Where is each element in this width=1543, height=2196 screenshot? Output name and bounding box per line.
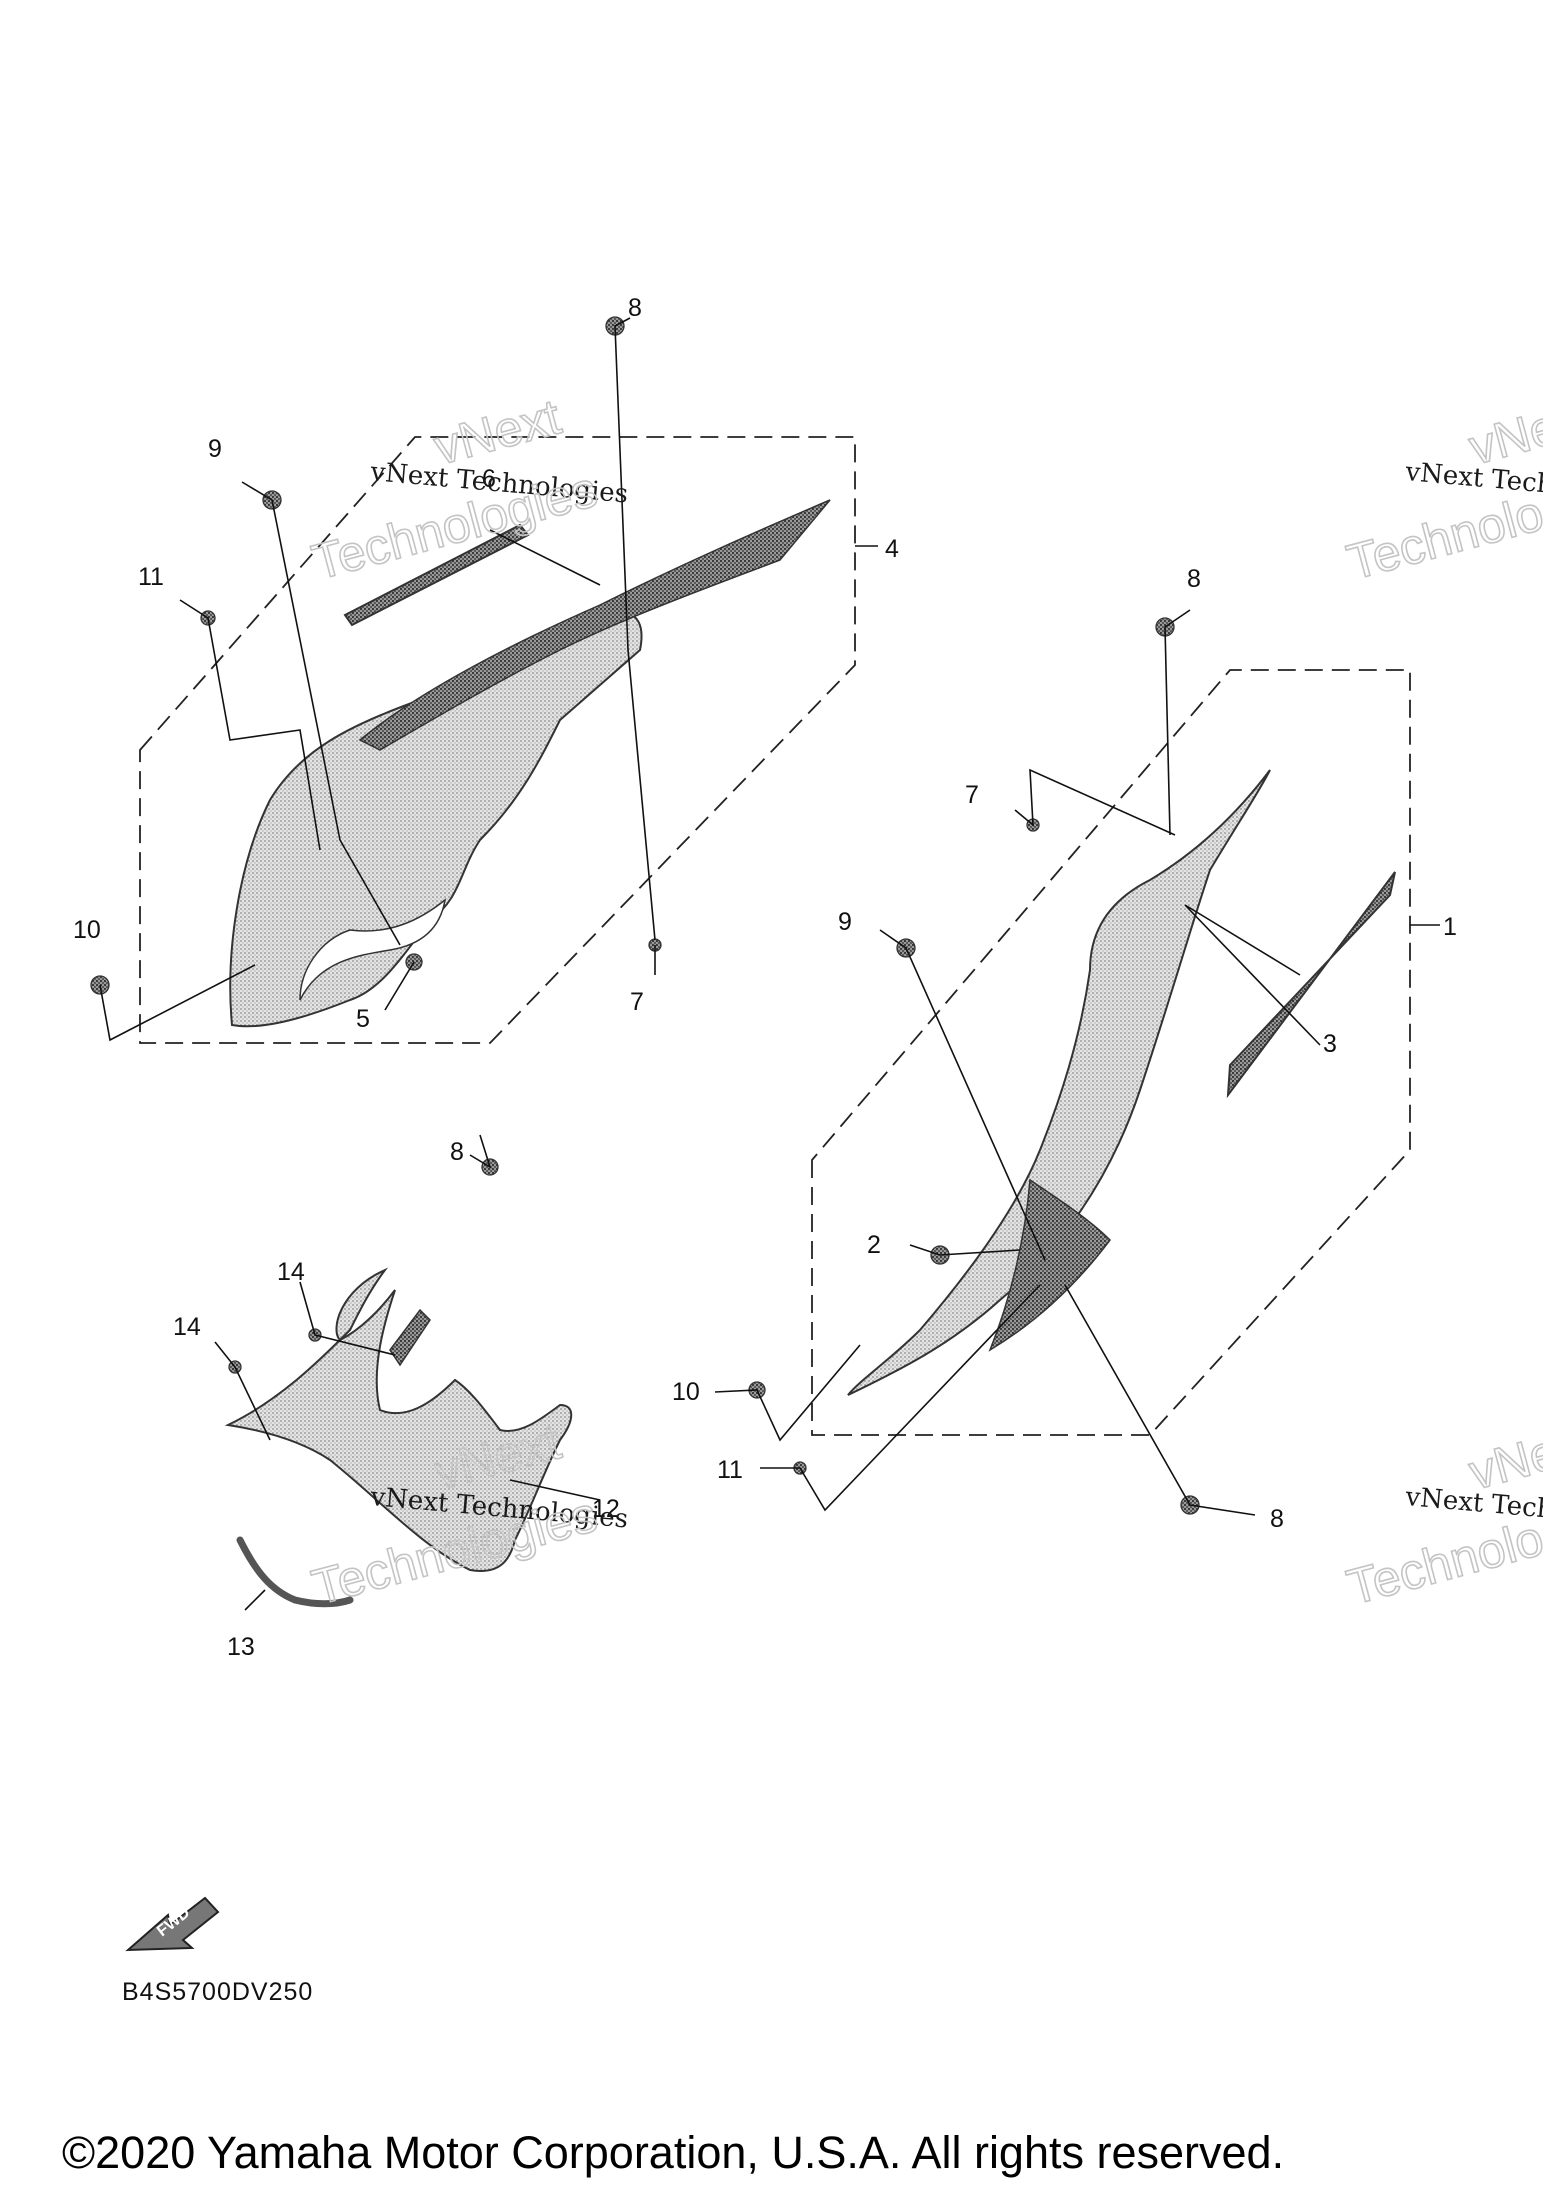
leader-9-left [241,481,401,946]
leader-13 [244,1589,266,1611]
callout-5: 5 [356,1005,370,1033]
leader-5 [384,961,415,1011]
side-cowling-upper-dark-edge [358,499,831,751]
callout-7-right: 7 [965,781,979,809]
leader-2 [909,1244,1021,1256]
leader-11-right [760,1284,1041,1512]
side-cowling-upper [229,610,643,1028]
leader-10-right [714,1344,861,1442]
copyright-notice: ©2020 Yamaha Motor Corporation, U.S.A. A… [62,2127,1284,2178]
leader-3 [1184,904,1321,1046]
callouts: 8 9 6 4 11 10 5 7 8 8 7 9 1 3 2 10 11 8 … [73,294,1457,1661]
side-cowling-lower-dark-edge [988,1178,1111,1352]
callout-13: 13 [227,1633,255,1661]
callout-8-right-bottom: 8 [1270,1505,1284,1533]
under-panel-12 [224,1267,573,1572]
leader-14-b [214,1341,271,1441]
panel-12-group [224,1267,573,1608]
watermark-big-4a: vNext [1463,1413,1543,1500]
assembly-1-group [811,669,1411,1436]
under-panel-dark-tab [389,1308,431,1367]
leader-14-a [299,1281,396,1356]
callout-8-top: 8 [628,294,642,322]
callout-10-right: 10 [672,1378,700,1406]
callout-1: 1 [1443,913,1457,941]
callout-8-left-bottom: 8 [450,1138,464,1166]
callout-9-left: 9 [208,435,222,463]
leader-9-right [879,929,1046,1261]
leader-8-right-top [1164,609,1191,836]
leader-8-top [614,317,656,941]
leader-6 [489,529,601,586]
leader-lines [99,317,1440,1611]
diagram-code: B4S5700DV250 [122,1978,313,2006]
leader-7-right [1014,768,1176,836]
callout-4: 4 [885,535,899,563]
callout-10-left: 10 [73,916,101,944]
leader-12 [509,1479,601,1501]
fwd-arrow-icon: FWD [125,1896,220,1952]
callout-3: 3 [1323,1030,1337,1058]
callout-2: 2 [867,1231,881,1259]
callout-14-b: 14 [173,1313,201,1341]
leader-8-left-bottom [469,1134,492,1169]
decal-strip-6 [343,523,530,627]
leader-11-left [179,599,321,851]
watermark-big-2a: vNext [1463,388,1543,475]
side-cowling-lower [847,769,1271,1396]
watermark-big-1a: vNext [428,388,566,475]
assembly-1-dashed-frame [811,669,1411,1436]
callout-14-a: 14 [277,1258,305,1286]
callout-11-right: 11 [717,1456,743,1484]
assembly-4-group [139,436,856,1044]
callout-12: 12 [592,1495,620,1523]
leader-8-right-bottom [1064,1284,1256,1516]
callout-9-right: 9 [838,908,852,936]
fasteners [90,316,1200,1515]
callout-7-left: 7 [630,988,644,1016]
callout-11-left: 11 [138,563,164,591]
watermarks: vNext Technologies vNext Technologies vN… [306,388,1543,1617]
trim-13 [236,1536,354,1608]
leader-10-left [99,964,256,1042]
assembly-4-dashed-frame [139,436,856,1044]
callout-6: 6 [482,465,496,493]
side-cowling-cutout [299,898,447,1001]
decal-strip-3 [1226,871,1396,1099]
callout-8-right-top: 8 [1187,565,1201,593]
